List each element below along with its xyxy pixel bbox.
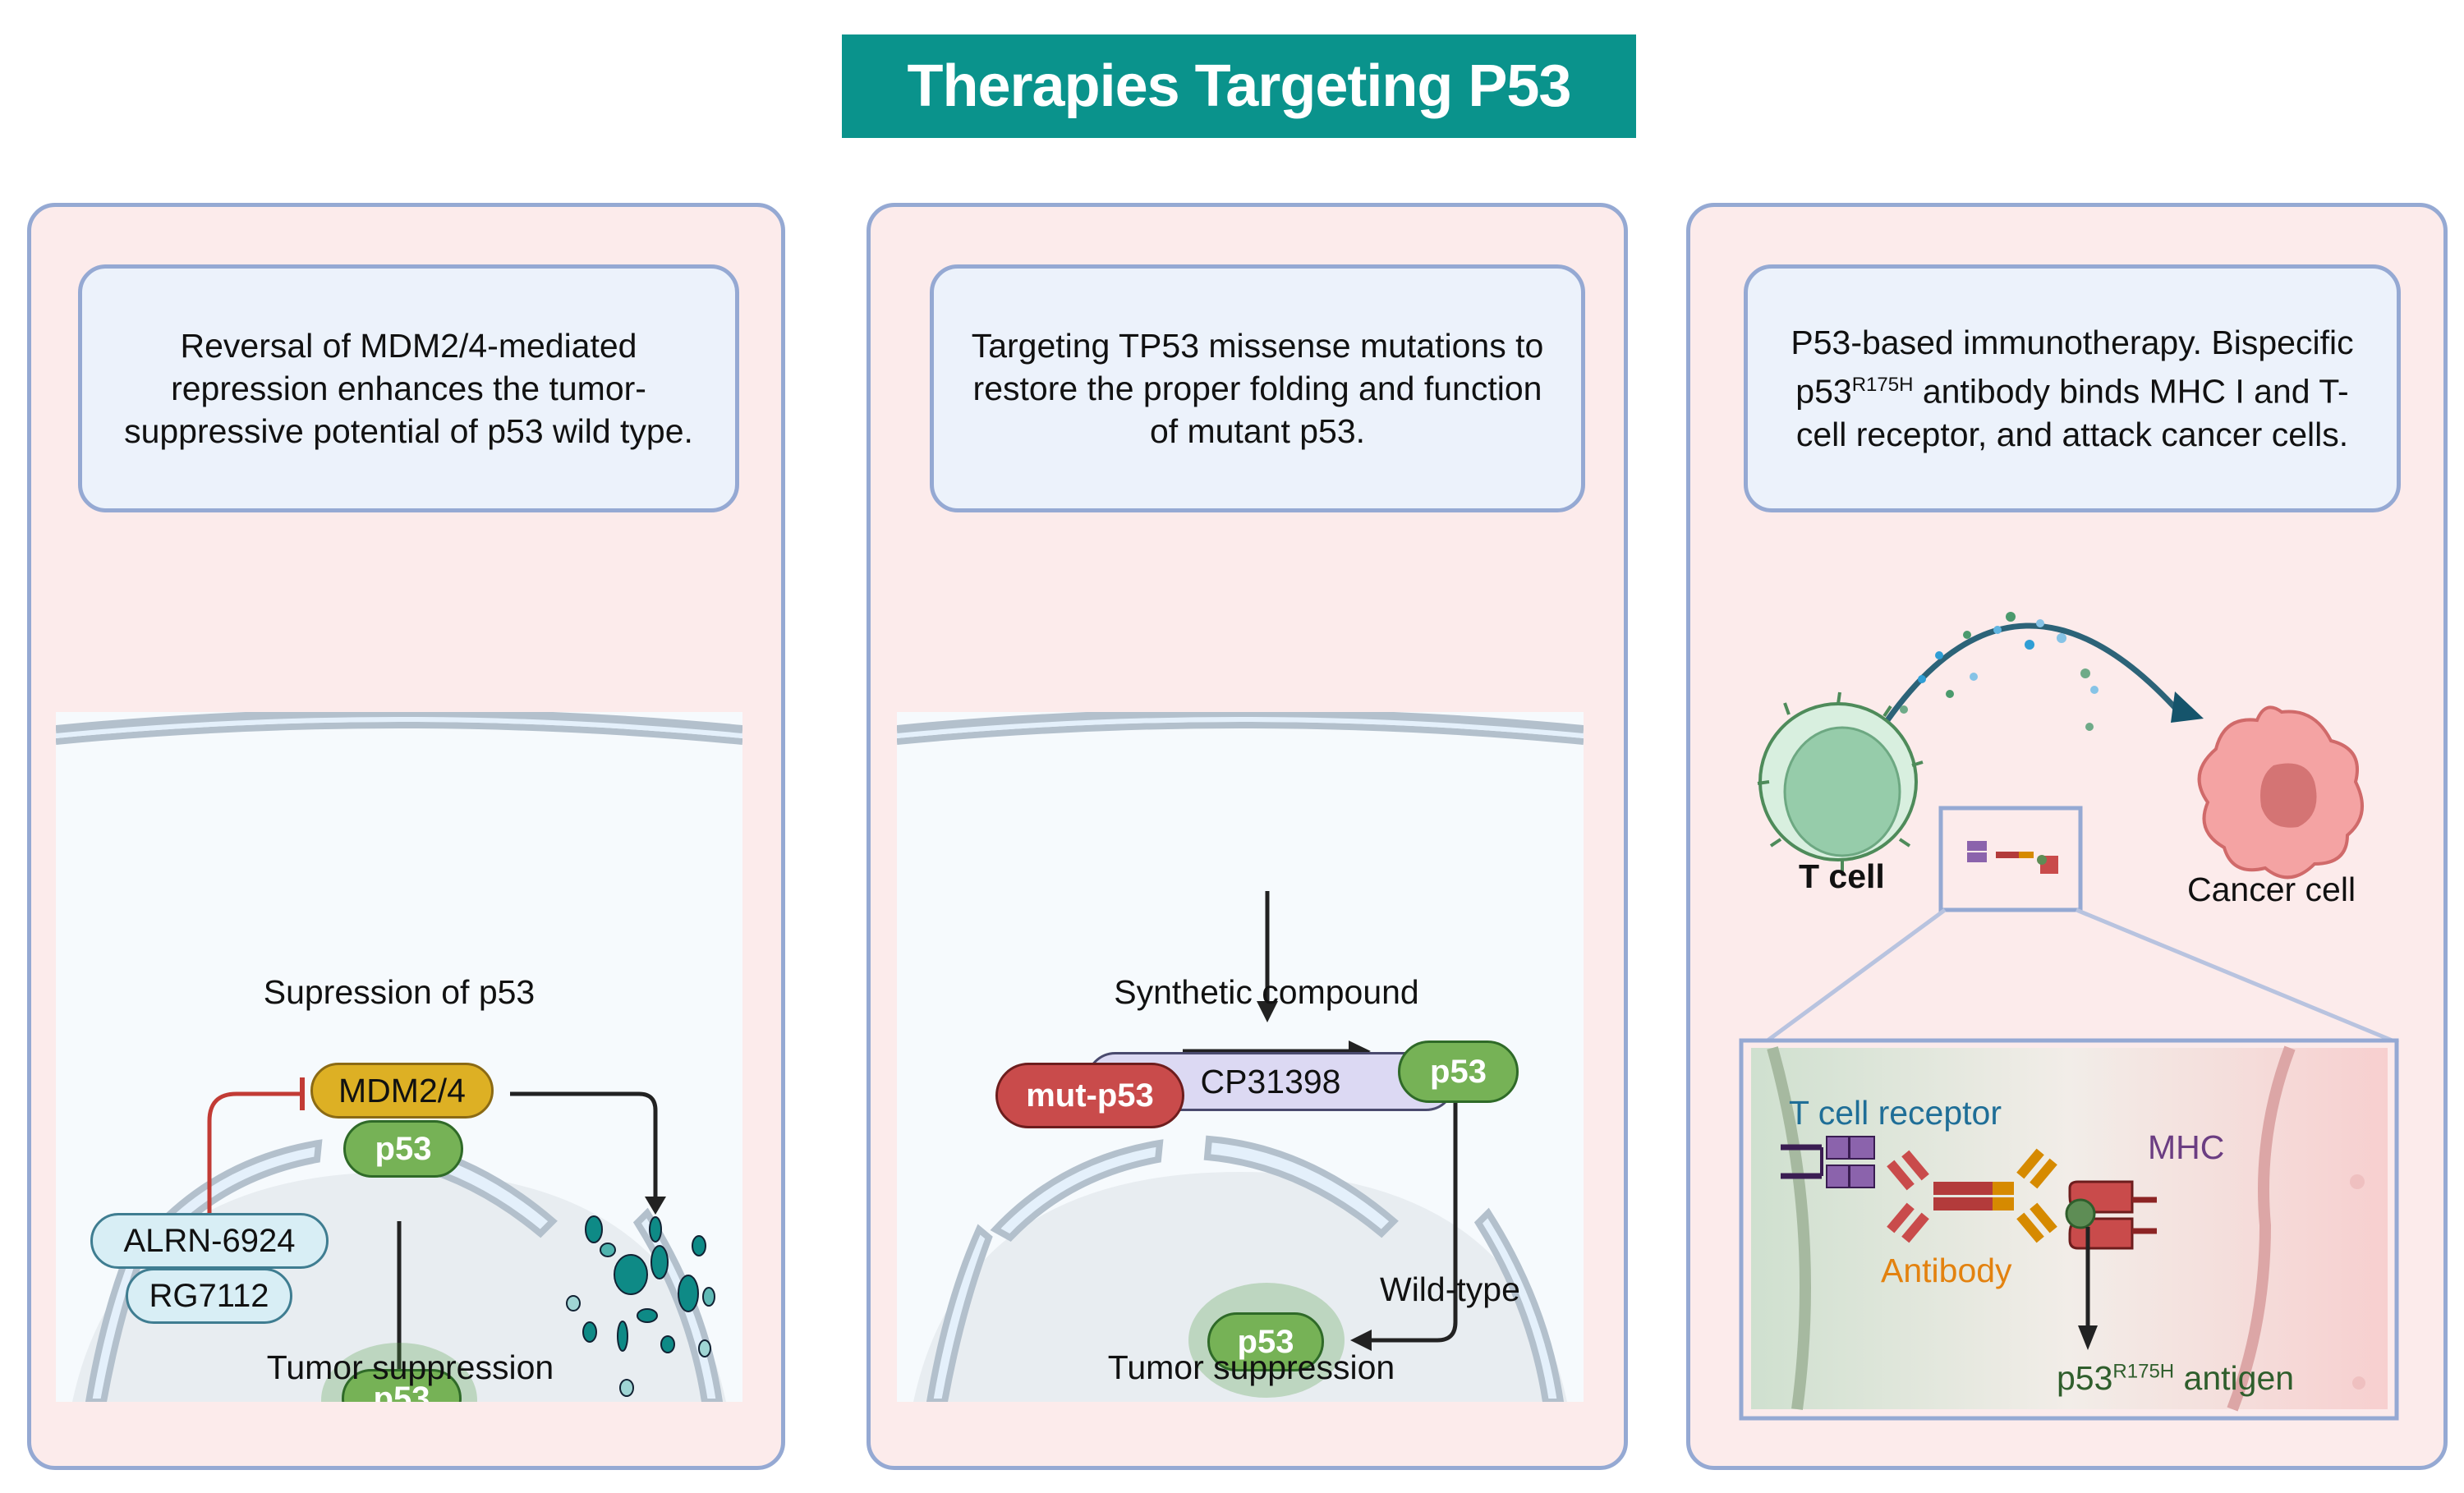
description-text: P53-based immunotherapy. Bispecific p53R… — [1781, 321, 2364, 456]
p53-nuclear: p53 — [1207, 1312, 1324, 1371]
p53-protein-bound: p53 — [343, 1120, 463, 1178]
antibody-label: Antibody — [1881, 1252, 2012, 1289]
wildtype-p53: p53 — [1398, 1041, 1519, 1103]
suppression-heading: Supression of p53 — [263, 973, 536, 1011]
antigen-arrowhead — [2078, 1325, 2098, 1350]
t-cell-membrane — [1767, 1046, 1811, 1410]
outcome-label: Tumor suppression — [1107, 1348, 1395, 1386]
cytokine-arrowhead — [2171, 691, 2204, 723]
antigen-label-rest: antigen — [2174, 1359, 2295, 1397]
nuclear-arrow — [1372, 1090, 1458, 1343]
wildtype-label: Wild-type — [1380, 1270, 1520, 1308]
cancer-cell-label: Cancer cell — [2187, 871, 2356, 908]
mhc-icon — [2065, 1180, 2157, 1250]
description-box: P53-based immunotherapy. Bispecific p53R… — [1744, 264, 2401, 512]
panel-mutant-reactivation: Targeting TP53 missense mutations to res… — [867, 203, 1628, 1470]
protein-fragments-icon — [566, 1215, 715, 1397]
zoom-line-left — [1763, 907, 1947, 1045]
tcr-label: T cell receptor — [1789, 1094, 2002, 1132]
t-cell-icon — [1757, 691, 1924, 871]
cell-illustration: Synthetic compound CP31398 Wild-type mut… — [897, 712, 1584, 1402]
degradation-arrow — [510, 1091, 658, 1197]
cell-membrane-inner — [897, 722, 1584, 745]
antigen-label-main: p53 — [2057, 1359, 2113, 1397]
figure-title: Therapies Targeting P53 — [842, 34, 1636, 138]
degradation-arrowhead — [645, 1197, 666, 1215]
cell-membrane-core — [897, 717, 1584, 738]
inhibition-line — [207, 1091, 302, 1228]
outcome-label: Tumor suppression — [266, 1348, 554, 1386]
cell-membrane-core — [56, 717, 742, 738]
zoom-region-box — [1938, 806, 2083, 912]
description-superscript: R175H — [1851, 374, 1914, 397]
cancer-cell-icon — [2197, 705, 2364, 880]
t-cell-label: T cell — [1799, 857, 1885, 895]
description-part: P53-based immunotherapy. Bispecific p53 — [1791, 324, 2354, 411]
cell-membrane — [897, 712, 1584, 735]
cell-membrane-inner — [56, 722, 742, 745]
antigen-peptide — [2065, 1198, 2096, 1229]
description-text: Targeting TP53 missense mutations to res… — [971, 327, 1544, 450]
mdm2-4-protein: MDM2/4 — [310, 1063, 494, 1119]
drug-rg7112: RG7112 — [126, 1268, 292, 1324]
nuclear-arrowhead — [1350, 1330, 1372, 1351]
t-cell-receptor-icon — [1781, 1136, 1875, 1188]
description-box: Reversal of MDM2/4-mediated repression e… — [78, 264, 739, 512]
description-box: Targeting TP53 missense mutations to res… — [930, 264, 1585, 512]
panel-immunotherapy: P53-based immunotherapy. Bispecific p53R… — [1686, 203, 2448, 1470]
immunotherapy-svg — [1739, 612, 2399, 1421]
description-text: Reversal of MDM2/4-mediated repression e… — [124, 327, 693, 450]
mhc-label: MHC — [2148, 1128, 2225, 1166]
cell-membrane — [56, 712, 742, 735]
nucleus — [913, 1172, 1567, 1402]
mini-antibody-complex-icon — [1967, 841, 2058, 874]
bispecific-antibody-icon — [1887, 1148, 2057, 1243]
mutant-p53: mut-p53 — [995, 1063, 1184, 1128]
cell-illustration: Supression of p53 MDM2/4 p53 ALRN-6924 R… — [56, 712, 742, 1402]
zoom-line-right — [2076, 907, 2399, 1045]
antigen-label-sup: R175H — [2112, 1360, 2175, 1383]
antigen-label: p53R175H antigen — [2057, 1359, 2294, 1398]
synthetic-compound-heading: Synthetic compound — [1114, 973, 1419, 1011]
compound-arrowhead — [1257, 1001, 1278, 1022]
cancer-cell-membrane — [2227, 1045, 2296, 1412]
panel-mdm2-reversal: Reversal of MDM2/4-mediated repression e… — [27, 203, 785, 1470]
p53-nuclear: p53 — [342, 1369, 462, 1402]
cytokine-arrow — [1885, 622, 2181, 723]
description-rest: antibody binds MHC I and T-cell receptor… — [1795, 372, 2349, 453]
drug-alrn-6924: ALRN-6924 — [90, 1213, 329, 1269]
nuclear-envelope — [926, 1135, 1565, 1402]
